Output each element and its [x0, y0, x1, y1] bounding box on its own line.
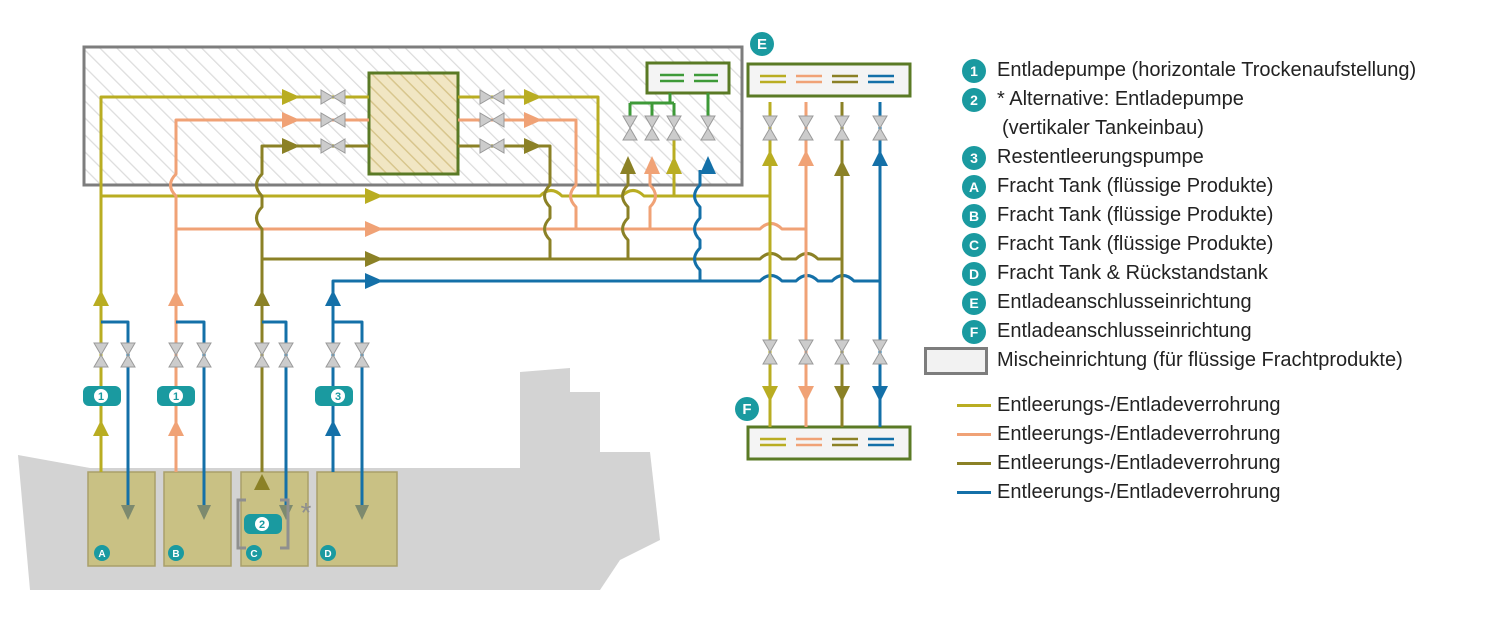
legend-label: Entladeanschlusseinrichtung	[997, 320, 1252, 342]
manifold-f	[746, 425, 912, 461]
svg-text:A: A	[98, 549, 105, 560]
legend-label: Entleerungs-/Entladeverrohrung	[997, 423, 1281, 445]
manifold-markers: E F	[735, 32, 774, 421]
return-pipe-c	[262, 320, 288, 510]
pump-3-icon: 3	[962, 145, 986, 170]
pump-1a: 1	[83, 386, 121, 406]
manifold-e-icon: E	[962, 290, 986, 315]
pipe-orange	[169, 102, 808, 472]
legend-label: Fracht Tank & Rückstandstank	[997, 262, 1268, 284]
pump-3: 3	[315, 386, 353, 406]
legend-item-tank-c: C Fracht Tank (flüssige Produkte)	[922, 230, 1497, 259]
legend-item-pump-2: 2 * Alternative: Entladepumpe (vertikale…	[922, 85, 1497, 143]
tank-labels: A B C D	[94, 545, 336, 561]
legend-item-pipe-yellow: Entleerungs-/Entladeverrohrung	[922, 391, 1497, 420]
tank-d-icon: D	[962, 261, 986, 286]
legend-item-tank-b: B Fracht Tank (flüssige Produkte)	[922, 201, 1497, 230]
svg-text:E: E	[757, 36, 767, 53]
legend-label: Mischeinrichtung (für flüssige Frachtpro…	[997, 349, 1403, 371]
legend-item-mixer: Mischeinrichtung (für flüssige Frachtpro…	[922, 346, 1497, 375]
svg-text:3: 3	[335, 391, 341, 403]
alternative-star: *	[301, 497, 312, 528]
tank-a-icon: A	[962, 174, 986, 199]
pipe-swatch-icon	[957, 462, 991, 465]
pumps: 1 1 3 2 *	[83, 386, 353, 550]
pump-1b: 1	[157, 386, 195, 406]
legend-item-pipe-blue: Entleerungs-/Entladeverrohrung	[922, 478, 1497, 507]
svg-text:1: 1	[173, 391, 179, 403]
pump-2-icon: 2	[962, 88, 986, 112]
return-pipe-d	[333, 320, 364, 510]
legend-item-tank-a: A Fracht Tank (flüssige Produkte)	[922, 172, 1497, 201]
cargo-tanks	[87, 471, 398, 567]
pipe-olive	[255, 102, 844, 472]
legend-item-manifold-f: F Entladeanschlusseinrichtung	[922, 317, 1497, 346]
pipe-swatch-icon	[957, 433, 991, 436]
manifold-f-icon: F	[962, 319, 986, 344]
legend-label: Entleerungs-/Entladeverrohrung	[997, 452, 1281, 474]
legend-label: Entladepumpe (horizontale Trockenaufstel…	[997, 59, 1417, 81]
legend-label: Fracht Tank (flüssige Produkte)	[997, 204, 1274, 226]
legend-label: Fracht Tank (flüssige Produkte)	[997, 233, 1274, 255]
svg-text:B: B	[172, 549, 179, 560]
legend-item-tank-d: D Fracht Tank & Rückstandstank	[922, 259, 1497, 288]
svg-text:F: F	[742, 401, 751, 418]
mixer-swatch-icon	[924, 346, 988, 375]
svg-text:2: 2	[259, 519, 265, 531]
legend-label: Restentleerungspumpe	[997, 146, 1204, 168]
return-pipe-a	[101, 320, 130, 510]
legend-label: Entleerungs-/Entladeverrohrung	[997, 481, 1281, 503]
legend-label: * Alternative: Entladepumpe	[997, 88, 1244, 110]
svg-text:1: 1	[98, 391, 104, 403]
legend: 1 Entladepumpe (horizontale Trockenaufst…	[922, 56, 1497, 507]
legend-label: Entladeanschlusseinrichtung	[997, 291, 1252, 313]
mixer-core	[367, 71, 460, 176]
svg-text:D: D	[324, 549, 331, 560]
legend-item-pipe-olive: Entleerungs-/Entladeverrohrung	[922, 449, 1497, 478]
pump-1-icon: 1	[962, 58, 986, 83]
legend-item-pipe-orange: Entleerungs-/Entladeverrohrung	[922, 420, 1497, 449]
mixer-manifold	[628, 61, 731, 116]
manifold-e	[746, 62, 912, 98]
pipe-swatch-icon	[957, 404, 991, 407]
tank-b-icon: B	[962, 203, 986, 228]
legend-label-continued: (vertikaler Tankeinbau)	[1002, 117, 1204, 139]
piping-diagram: 1 1 3 2 * A B C D E F	[18, 32, 912, 590]
legend-item-pump-3: 3 Restentleerungspumpe	[922, 143, 1497, 172]
legend-item-pump-1: 1 Entladepumpe (horizontale Trockenaufst…	[922, 56, 1497, 85]
flow-arrows	[93, 89, 888, 490]
legend-item-manifold-e: E Entladeanschlusseinrichtung	[922, 288, 1497, 317]
return-pipe-b	[176, 320, 206, 510]
legend-label: Fracht Tank (flüssige Produkte)	[997, 175, 1274, 197]
legend-label: Entleerungs-/Entladeverrohrung	[997, 394, 1281, 416]
svg-text:C: C	[250, 549, 257, 560]
pump-2: 2 *	[236, 497, 312, 550]
tank-c-icon: C	[962, 232, 986, 257]
pipe-swatch-icon	[957, 491, 991, 494]
